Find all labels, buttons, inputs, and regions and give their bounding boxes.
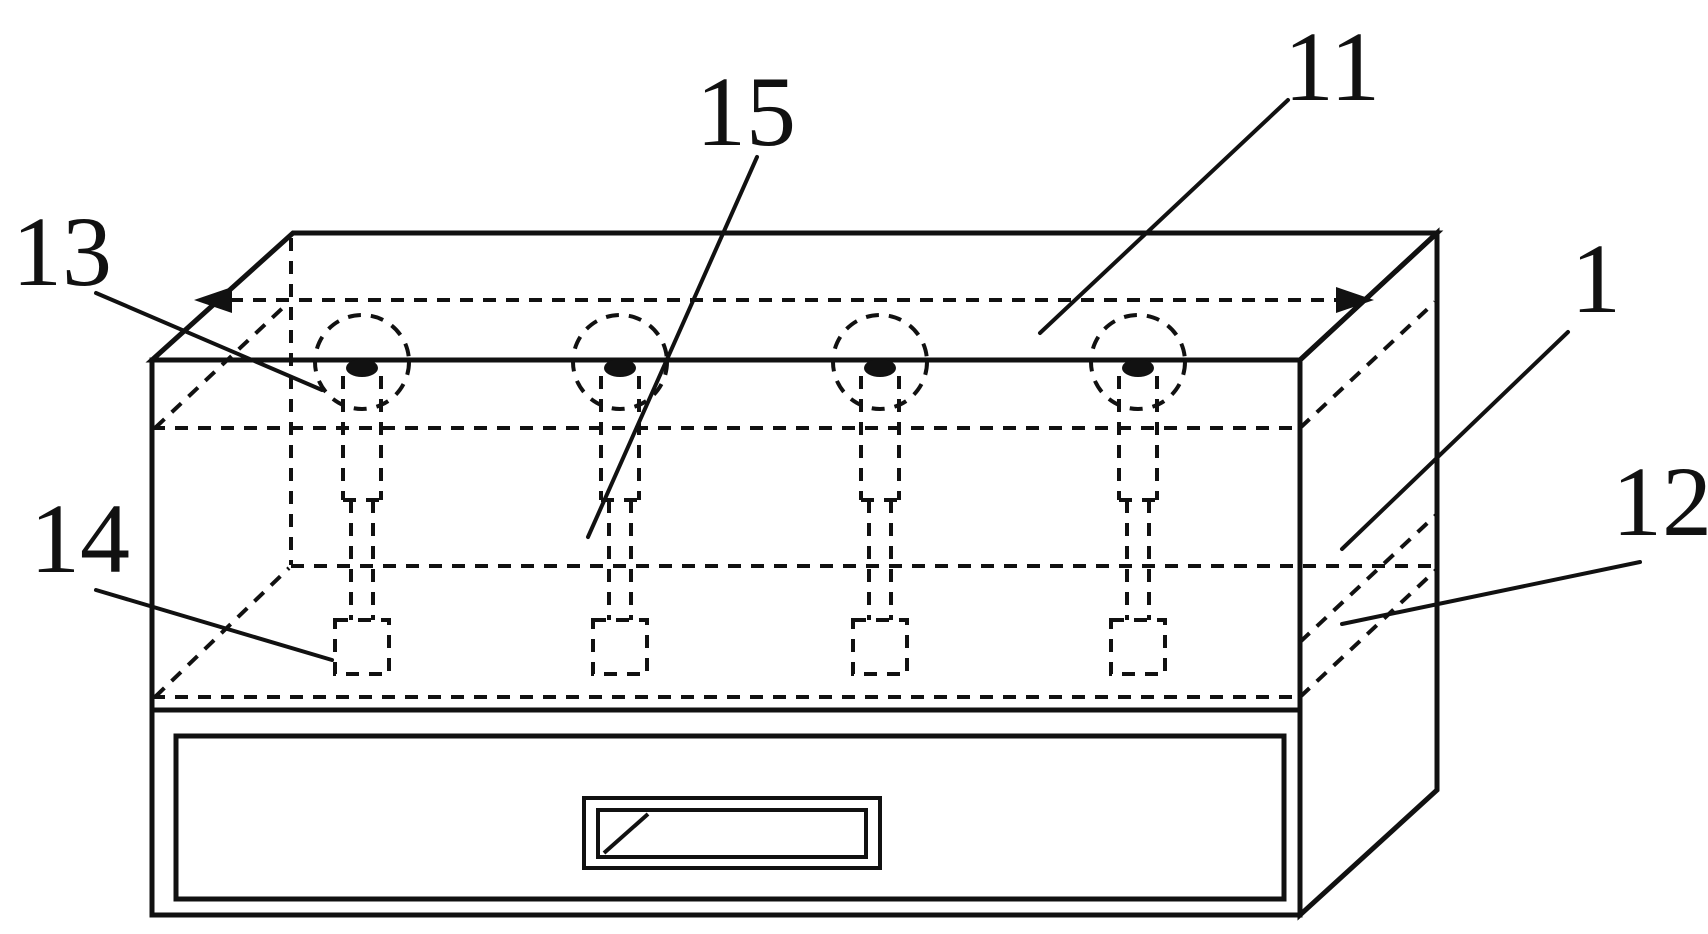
drawer <box>173 733 1287 902</box>
box-front-face <box>149 357 1303 918</box>
reference-numerals: 13 14 15 11 1 12 <box>12 11 1708 594</box>
leader-line-11 <box>1038 98 1290 335</box>
hanger-3 <box>831 313 929 676</box>
box-right-face <box>1297 227 1440 921</box>
leader-line-14 <box>94 588 334 662</box>
label-1: 1 <box>1571 223 1621 334</box>
box-top-face <box>145 230 1444 363</box>
hanger-4 <box>1089 313 1187 676</box>
hidden-edges <box>152 238 1438 699</box>
label-14: 14 <box>30 483 130 594</box>
label-15: 15 <box>696 56 796 167</box>
drawer-handle-slash <box>602 812 650 855</box>
drawer-handle-inner <box>596 808 868 859</box>
section-arrow-right <box>1336 287 1374 313</box>
hanger-2 <box>571 313 669 676</box>
drawer-handle-outer <box>582 796 882 870</box>
chamber-floor-right-diagonal <box>1298 568 1438 699</box>
leader-line-12 <box>1340 560 1642 626</box>
label-13: 13 <box>12 196 112 307</box>
drawer-front-panel <box>173 733 1287 902</box>
leader-line-15 <box>586 155 759 539</box>
section-arrow-left <box>194 287 232 313</box>
left-interior-diagonal-top <box>153 300 291 430</box>
hanger-1 <box>313 313 411 676</box>
leader-line-1 <box>1340 330 1570 551</box>
cabinet-body <box>145 227 1444 921</box>
inner-ceiling-right-diagonal <box>1298 300 1437 430</box>
leader-line-13 <box>94 291 324 392</box>
label-12: 12 <box>1612 446 1708 557</box>
bottom-plate-right-diagonal <box>1298 513 1438 644</box>
label-11: 11 <box>1284 11 1380 122</box>
left-interior-diagonal-bottom <box>153 566 291 699</box>
hanger-assemblies <box>313 313 1187 676</box>
leader-lines <box>94 98 1642 662</box>
